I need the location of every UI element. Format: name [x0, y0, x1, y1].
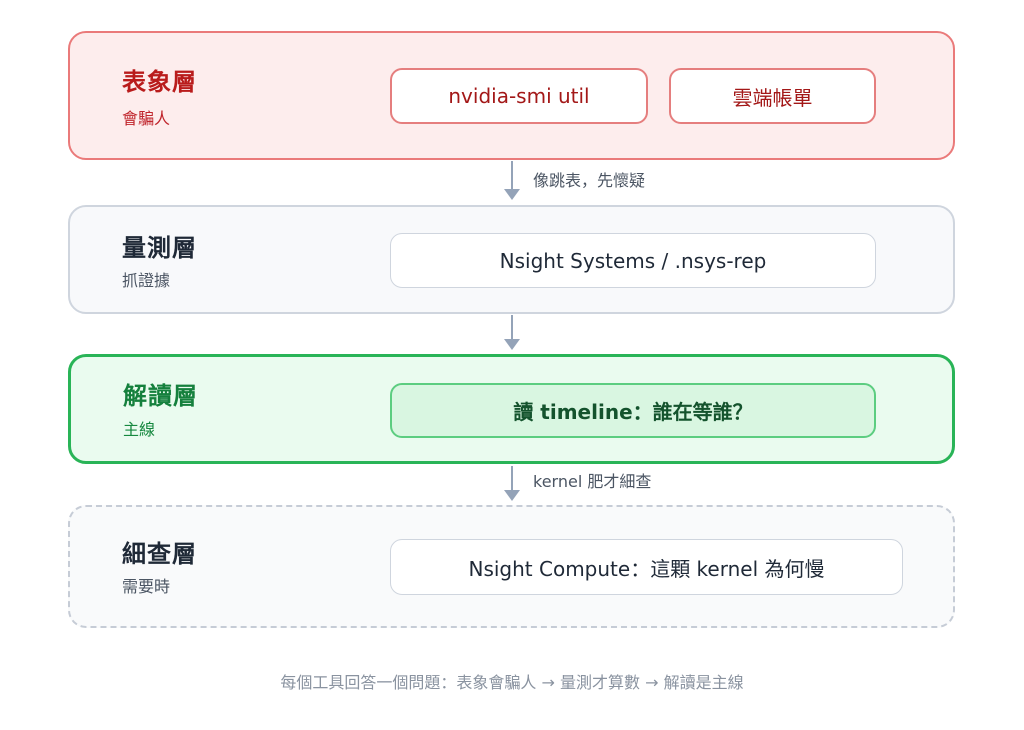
- connector-label-interpret-detail: kernel 肥才細查: [533, 472, 652, 491]
- layer-detail-subtitle: 需要時: [122, 577, 171, 596]
- tool-nsight-compute: Nsight Compute：這顆 kernel 為何慢: [390, 539, 903, 595]
- layer-surface: 表象層 會騙人 nvidia-smi util 雲端帳單: [68, 31, 955, 160]
- arrow-down-icon: [504, 315, 520, 351]
- layer-detail-title: 細查層: [122, 540, 197, 568]
- arrow-down-icon: [504, 466, 520, 502]
- layer-measure-subtitle: 抓證據: [122, 271, 171, 290]
- tool-nsight-systems: Nsight Systems / .nsys-rep: [390, 233, 876, 288]
- tool-nvidia-smi: nvidia-smi util: [390, 68, 648, 124]
- layer-interpret-title: 解讀層: [123, 382, 198, 410]
- connector-label-surface-measure: 像跳表，先懷疑: [533, 171, 646, 190]
- tool-read-timeline: 讀 timeline：誰在等誰？: [390, 383, 876, 438]
- tool-cloud-billing: 雲端帳單: [669, 68, 876, 124]
- arrow-down-icon: [504, 161, 520, 201]
- layer-surface-subtitle: 會騙人: [122, 109, 171, 128]
- layer-detail: 細查層 需要時 Nsight Compute：這顆 kernel 為何慢: [68, 505, 955, 628]
- diagram-caption: 每個工具回答一個問題：表象會騙人 → 量測才算數 → 解讀是主線: [280, 673, 744, 692]
- layer-measure: 量測層 抓證據 Nsight Systems / .nsys-rep: [68, 205, 955, 314]
- layer-interpret: 解讀層 主線 讀 timeline：誰在等誰？: [68, 354, 955, 464]
- layer-measure-title: 量測層: [122, 234, 197, 262]
- layer-interpret-subtitle: 主線: [123, 420, 156, 439]
- layer-surface-title: 表象層: [122, 68, 197, 96]
